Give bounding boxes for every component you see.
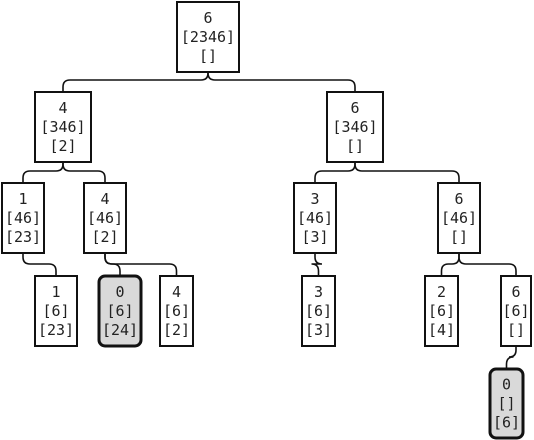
node-box (1, 182, 45, 254)
node-value: 4 (58, 99, 67, 117)
node-value: 6 (454, 190, 463, 208)
node-value: 2 (437, 283, 446, 301)
node-path-list: [3] (305, 321, 332, 339)
tree-node: 6[6][] (500, 275, 532, 347)
node-box (326, 91, 384, 163)
node-path-list: [2] (163, 321, 190, 339)
edge-n13-n14 (505, 346, 517, 369)
node-path-list: [] (346, 137, 364, 155)
node-box (34, 275, 78, 347)
node-path-list: [] (199, 47, 217, 65)
node-value: 6 (203, 9, 212, 27)
tree-node: 1[6][23] (34, 275, 78, 347)
edge-n1-n2 (62, 72, 209, 92)
node-box (34, 91, 92, 163)
node-box (293, 182, 337, 254)
node-remaining-list: [] (497, 395, 515, 413)
tree-node: 4[6][2] (159, 275, 194, 347)
tree-node: 0[6][24] (97, 274, 143, 348)
node-value: 6 (511, 283, 520, 301)
node-path-list: [24] (102, 321, 138, 339)
tree-node: 4[346][2] (34, 91, 92, 163)
node-box (83, 182, 127, 254)
node-remaining-list: [6] (42, 302, 69, 320)
node-value: 1 (51, 283, 60, 301)
node-path-list: [23] (5, 228, 41, 246)
node-remaining-list: [46] (441, 209, 477, 227)
edge-n3-n7 (354, 162, 460, 183)
node-path-list: [23] (38, 321, 74, 339)
edge-n6-n11 (311, 253, 323, 276)
node-value: 3 (310, 190, 319, 208)
node-remaining-list: [2346] (181, 28, 235, 46)
tree-node: 4[46][2] (83, 182, 127, 254)
node-value: 3 (314, 283, 323, 301)
node-value: 6 (350, 99, 359, 117)
node-box (424, 275, 459, 347)
edges-layer (22, 72, 517, 369)
node-remaining-list: [46] (87, 209, 123, 227)
tree-node: 6[346][] (326, 91, 384, 163)
node-value: 4 (172, 283, 181, 301)
node-path-list: [4] (428, 321, 455, 339)
node-box (159, 275, 194, 347)
node-remaining-list: [346] (40, 118, 85, 136)
node-path-list: [] (507, 321, 525, 339)
node-remaining-list: [46] (297, 209, 333, 227)
edge-n5-n10 (104, 253, 178, 276)
node-box (437, 182, 481, 254)
goal-node-box (488, 367, 525, 440)
node-path-list: [6] (493, 414, 520, 432)
edge-n1-n3 (207, 72, 356, 92)
node-path-list: [2] (91, 228, 118, 246)
edge-n2-n5 (62, 162, 106, 183)
node-remaining-list: [6] (163, 302, 190, 320)
edge-n7-n12 (440, 253, 460, 276)
tree-node: 0[][6] (488, 367, 525, 440)
node-path-list: [2] (49, 137, 76, 155)
node-remaining-list: [6] (106, 302, 133, 320)
node-box (176, 1, 240, 73)
node-remaining-list: [6] (502, 302, 529, 320)
node-value: 1 (18, 190, 27, 208)
node-box (500, 275, 532, 347)
node-remaining-list: [346] (332, 118, 377, 136)
tree-node: 6[46][] (437, 182, 481, 254)
node-remaining-list: [6] (305, 302, 332, 320)
goal-node-box (97, 274, 143, 348)
node-path-list: [] (450, 228, 468, 246)
edge-n2-n4 (22, 162, 64, 183)
node-value: 4 (100, 190, 109, 208)
tree-node: 3[46][3] (293, 182, 337, 254)
node-value: 0 (115, 283, 124, 301)
edge-n7-n13 (458, 253, 517, 276)
node-box (301, 275, 336, 347)
edge-n3-n6 (314, 162, 356, 183)
node-value: 0 (502, 376, 511, 394)
tree-node: 1[46][23] (1, 182, 45, 254)
tree-node: 3[6][3] (301, 275, 336, 347)
edge-n4-n8 (22, 253, 57, 276)
node-remaining-list: [6] (428, 302, 455, 320)
tree-node: 2[6][4] (424, 275, 459, 347)
node-remaining-list: [46] (5, 209, 41, 227)
tree-node: 6[2346][] (176, 1, 240, 73)
node-path-list: [3] (301, 228, 328, 246)
